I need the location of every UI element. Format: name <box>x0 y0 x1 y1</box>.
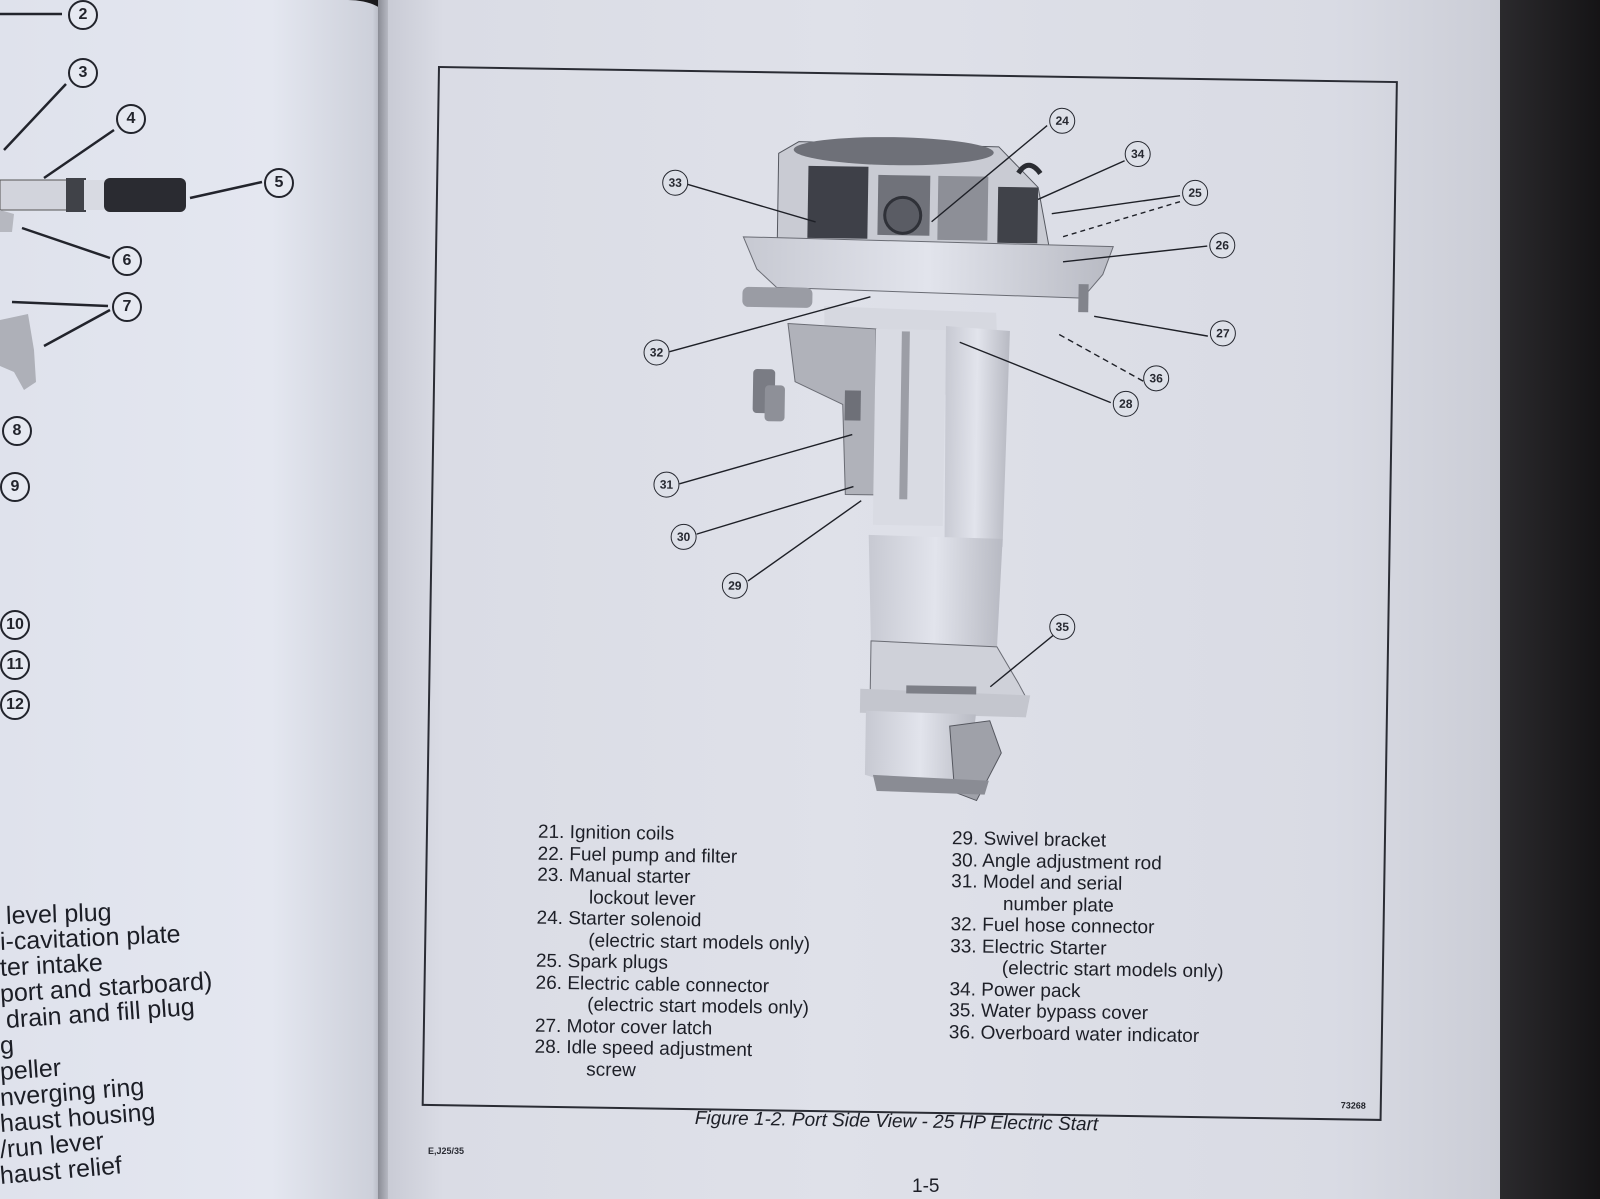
figure-frame-wrapper: 24 34 25 33 26 27 32 36 28 31 30 29 35 2… <box>421 66 1408 1141</box>
callout-5: 5 <box>264 168 294 198</box>
leader-lines <box>669 125 1208 688</box>
figure-number: 73268 <box>1340 1100 1366 1111</box>
legend-item: 36. Overboard water indicator <box>948 1021 1200 1047</box>
callout-11: 11 <box>0 650 30 680</box>
callout-9: 9 <box>0 472 30 502</box>
table-background <box>1500 0 1600 1199</box>
left-page: 2 3 4 5 6 7 8 9 10 11 12 level plug i-ca… <box>0 0 388 1199</box>
outboard-motor-illustration <box>742 137 1114 802</box>
edition-code: E,J25/35 <box>428 1146 465 1156</box>
left-page-illustration <box>0 12 263 390</box>
callout-3: 3 <box>68 58 98 88</box>
callout-8: 8 <box>2 416 32 446</box>
legend-item: 33. Electric Starter <box>950 935 1107 960</box>
legend-item: 28. Idle speed adjustment <box>534 1036 753 1062</box>
legend-item: 24. Starter solenoid <box>536 907 702 932</box>
callout-10: 10 <box>0 610 30 640</box>
legend-item: 26. Electric cable connector <box>535 972 770 997</box>
callout-6: 6 <box>112 246 142 276</box>
callout-2: 2 <box>68 0 98 30</box>
callout-12: 12 <box>0 690 30 720</box>
callout-4: 4 <box>116 104 146 134</box>
callout-7: 7 <box>112 292 142 322</box>
figure-frame: 24 34 25 33 26 27 32 36 28 31 30 29 35 2… <box>421 66 1398 1121</box>
legend-item: 23. Manual starter <box>537 864 691 889</box>
page-number: 1-5 <box>912 1176 940 1197</box>
legend-item-continuation: screw <box>586 1058 637 1081</box>
legend-item: 31. Model and serial <box>951 871 1123 895</box>
